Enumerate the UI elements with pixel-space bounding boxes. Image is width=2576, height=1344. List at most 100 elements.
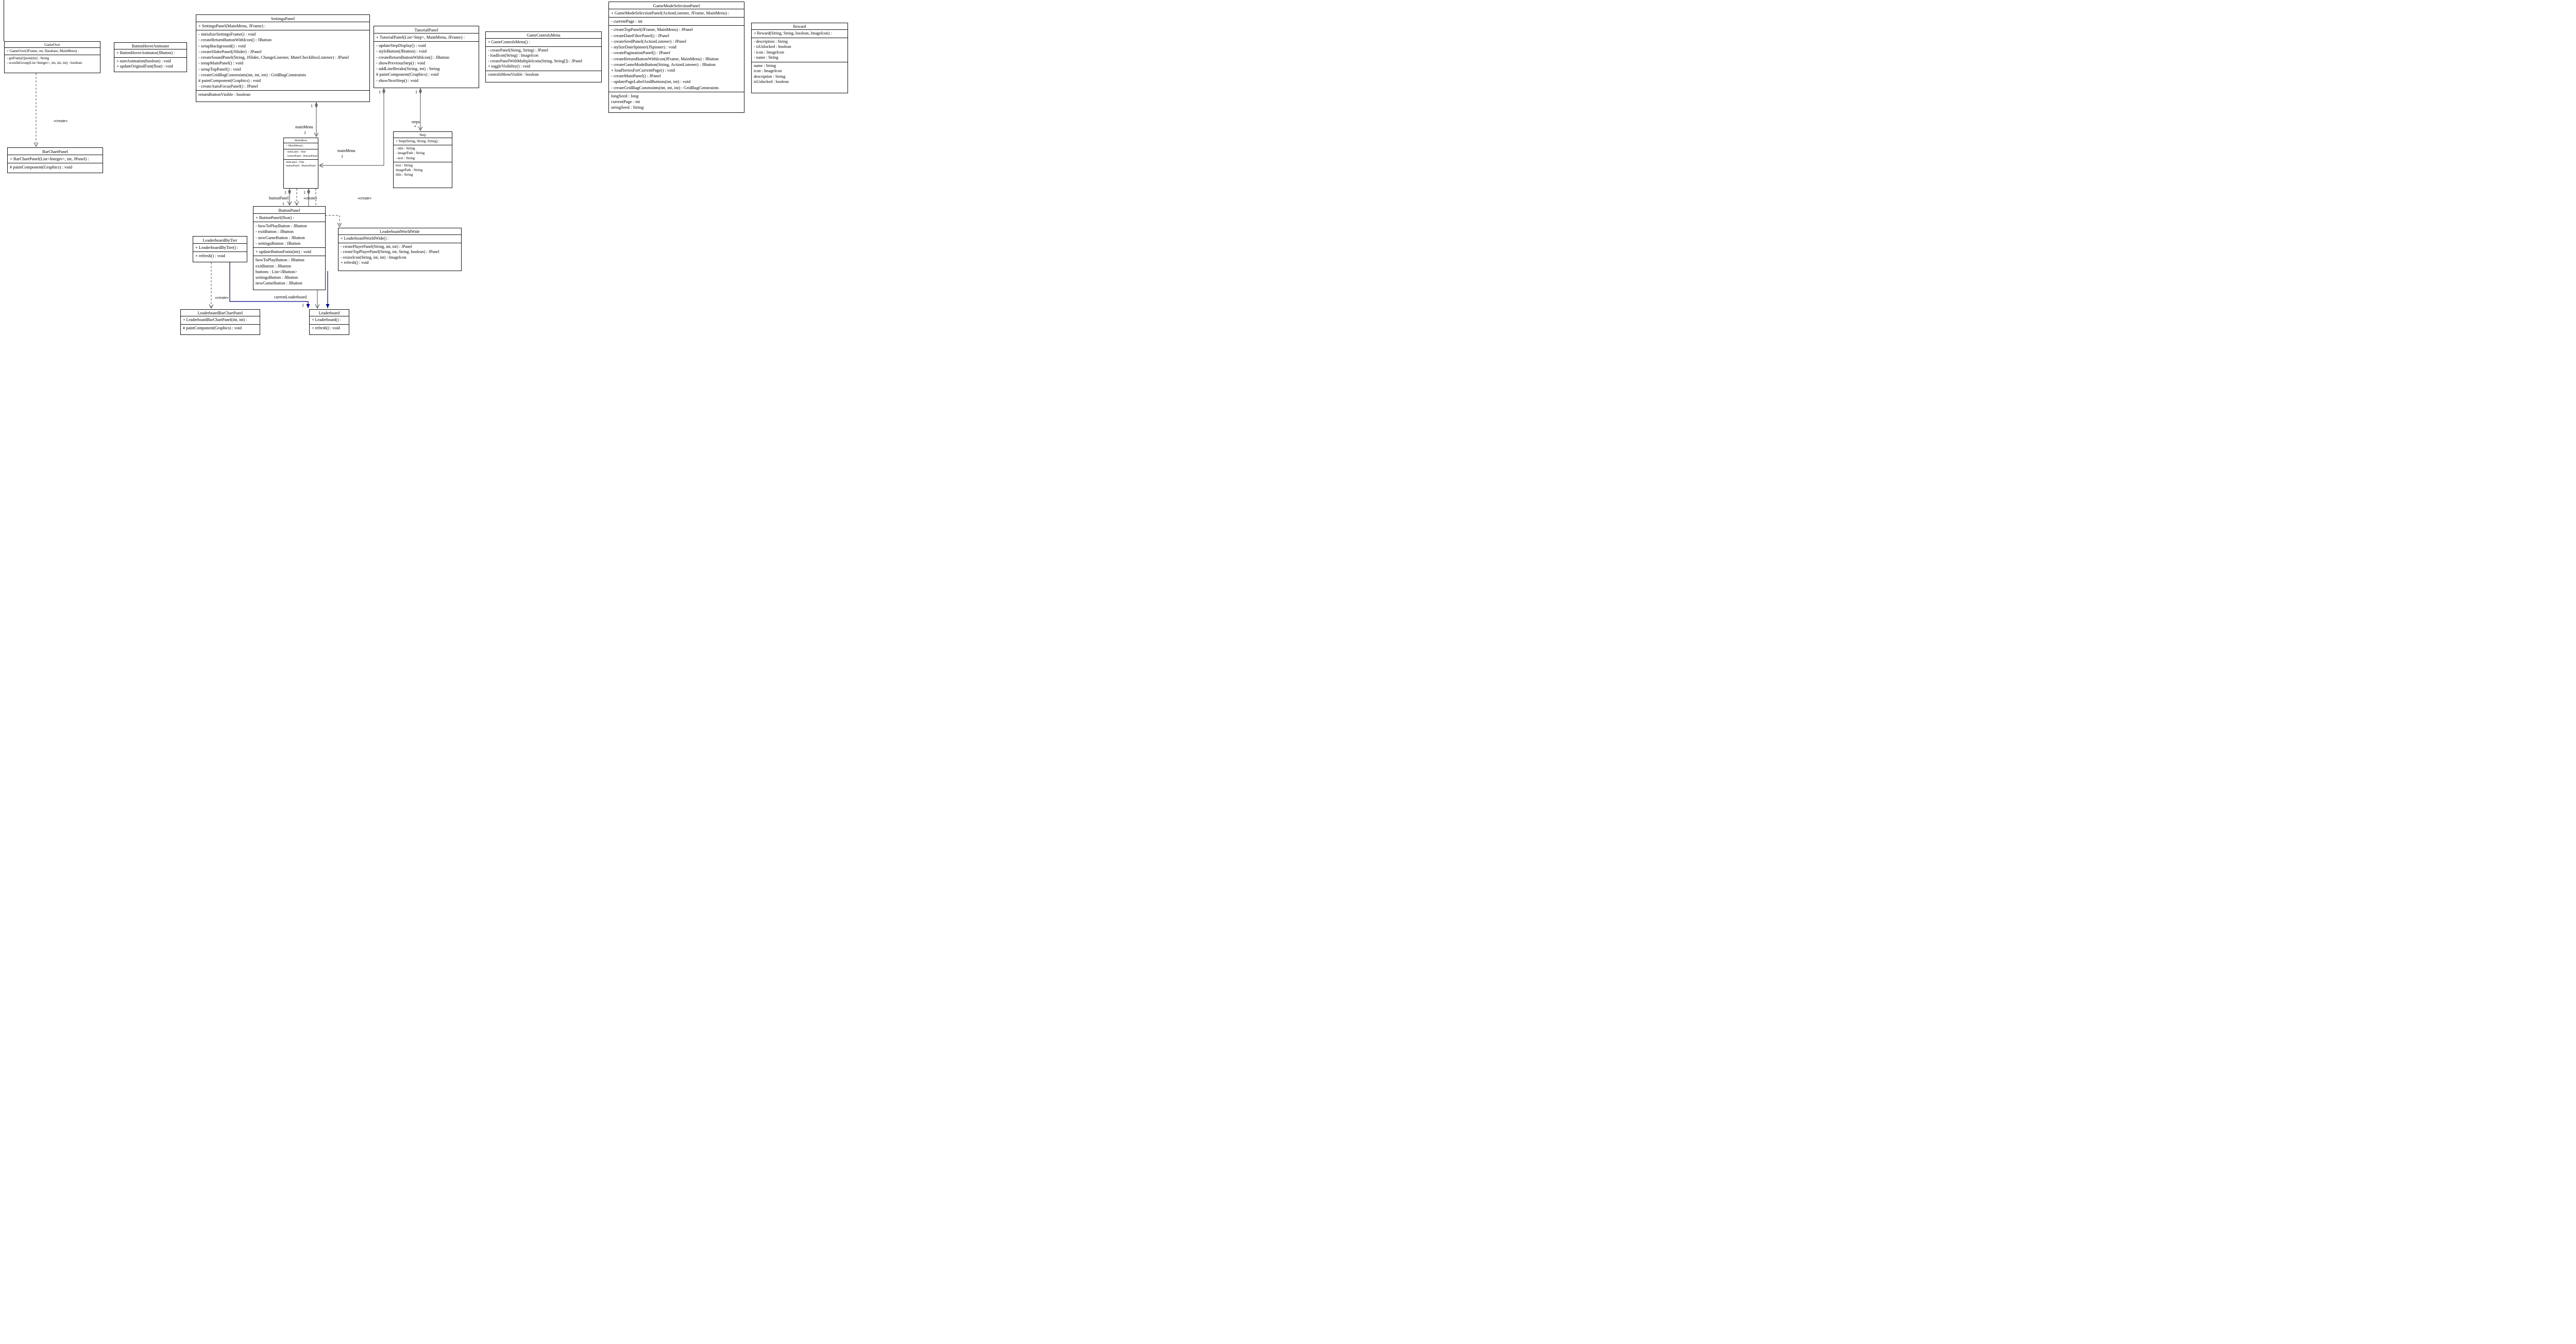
- class-member: + LeaderboardBarChartPanel(int, int) :: [183, 317, 247, 322]
- class-compartment: + TutorialPanel(List<Step>, MainMenu, JF…: [374, 33, 479, 41]
- edge-MainMenu-to-LeaderboardWorldWide: [315, 189, 340, 227]
- class-member: - scoreInGroup(List<Integer>, int, int, …: [7, 61, 82, 65]
- class-member: buttons : List<JButton>: [256, 268, 297, 274]
- class-member: title : String: [396, 173, 413, 177]
- edge-label: «create»: [303, 196, 318, 200]
- class-member: - updateStepDisplay() : void: [376, 43, 426, 48]
- class-member: - createTopPlayerPanel(String, int, Stri…: [341, 249, 439, 255]
- class-title: MainMenu: [294, 139, 308, 142]
- class-title: ButtonHoverAnimator: [131, 44, 170, 48]
- class-member: + LeaderboardWorldWide() :: [341, 236, 389, 241]
- class-Reward: Reward+ Reward(String, String, boolean, …: [751, 23, 848, 93]
- class-member: + SettingsPanel(MainMenu, JFrame) :: [198, 23, 266, 28]
- class-member: - title : String: [396, 146, 415, 151]
- class-GameOver: GameOver+ GameOver(JFrame, int, Database…: [4, 41, 100, 73]
- class-member: - createSliderPanel(JSlider) : JPanel: [198, 48, 262, 54]
- edge-label: 1: [282, 201, 284, 206]
- class-member: + ButtonHoverAnimator(JButton) :: [116, 51, 175, 55]
- class-member: - exitButton : JButton: [256, 229, 294, 234]
- class-member: - setupBackground() : void: [198, 43, 246, 48]
- edge-label: *: [414, 125, 416, 129]
- class-title: GameOver: [44, 43, 60, 47]
- class-member: + GameControlsMenu() :: [488, 40, 530, 44]
- class-compartment: controlsMenuVisible : boolean: [486, 70, 601, 79]
- class-title: TutorialPanel: [414, 27, 438, 32]
- class-GameModeSelectionPanel: GameModeSelectionPanel+ GameModeSelectio…: [608, 2, 744, 113]
- class-title: LeaderboardBarChartPanel: [197, 311, 243, 315]
- class-compartment: + Leaderboard() :: [310, 316, 349, 324]
- class-compartment: - description : String- isUnlocked : boo…: [752, 37, 848, 62]
- class-member: + Reward(String, String, boolean, ImageI…: [754, 31, 832, 36]
- class-member: + BarChartPanel(List<Integer>, int, JPan…: [10, 156, 89, 161]
- edge-label: steps: [412, 120, 420, 124]
- class-SettingsPanel: SettingsPanel+ SettingsPanel(MainMenu, J…: [196, 14, 370, 102]
- class-member: buttonPanel : ButtonPanel: [286, 164, 316, 167]
- class-compartment: - createPanel(String, String) : JPanel- …: [486, 46, 601, 71]
- class-member: + MainMenu() :: [286, 144, 304, 147]
- class-member: - currentPage : int: [611, 19, 643, 24]
- class-member: - createMainPanel() : JPanel: [611, 73, 661, 79]
- class-title: Step: [419, 133, 426, 137]
- class-member: + Leaderboard() :: [312, 317, 341, 322]
- edge-label: «create»: [54, 119, 68, 123]
- class-member: - description : String: [754, 39, 788, 44]
- edge-label: 1: [303, 190, 306, 195]
- edge-label: currentLeaderboard: [274, 295, 307, 299]
- class-member: - createTopPanel(JFrame, MainMenu) : JPa…: [611, 27, 693, 32]
- class-member: - setupTopPanel() : void: [198, 66, 241, 72]
- class-compartment: + LeaderboardByTier() :: [193, 243, 247, 251]
- class-member: - resizeIcon(String, int, int) : ImageIc…: [341, 255, 406, 260]
- class-member: + updateButtonFonts(int) : void: [256, 249, 311, 255]
- class-member: - icon : ImageIcon: [754, 49, 784, 55]
- class-LeaderboardWorldWide: LeaderboardWorldWide+ LeaderboardWorldWi…: [338, 228, 462, 271]
- class-member: + startAnimation(boolean) : void: [116, 58, 171, 63]
- class-member: + toggleVisibility() : void: [488, 64, 531, 69]
- class-compartment: + refresh() : void: [310, 324, 349, 332]
- class-compartment: + updateButtonFonts(int) : void: [253, 247, 325, 256]
- class-TutorialPanel: TutorialPanel + TutorialPanel(List<Step>,…: [374, 26, 479, 88]
- class-member: - imagePath : String: [396, 151, 425, 156]
- class-member: - text : String: [396, 156, 415, 160]
- class-member: - addLineBreaks(String, int) : String: [376, 66, 440, 72]
- class-compartment: + SettingsPanel(MainMenu, JFrame) :: [196, 22, 369, 30]
- edge-label: 1: [311, 104, 313, 108]
- class-title: ButtonPanel: [278, 208, 300, 213]
- class-member: + Step(String, String, String) :: [396, 139, 439, 143]
- class-compartment: + MainMenu() :: [284, 143, 318, 149]
- class-member: - newGameButton : JButton: [256, 234, 305, 240]
- class-member: - showNextStep() : void: [376, 77, 418, 83]
- class-member: - getFunnyQuote(int) : String: [7, 56, 49, 61]
- class-compartment: + LeaderboardWorldWide() :: [338, 234, 461, 243]
- class-compartment: + Step(String, String, String) :: [394, 138, 452, 145]
- class-member: text : String: [396, 163, 413, 167]
- class-member: - createDateFilterPanel() : JPanel: [611, 32, 670, 38]
- class-member: - createSoundPanel(String, JSlider, Chan…: [198, 55, 349, 60]
- class-compartment: # paintComponent(Graphics) : void: [181, 324, 260, 332]
- class-compartment: + LeaderboardBarChartPanel(int, int) :: [181, 316, 260, 324]
- class-compartment: - getFunnyQuote(int) : String- scoreInGr…: [5, 55, 100, 66]
- class-member: # paintComponent(Graphics) : void: [10, 164, 73, 170]
- class-compartment: + BarChartPanel(List<Integer>, int, JPan…: [8, 155, 103, 163]
- class-member: - isUnlocked : boolean: [754, 44, 791, 49]
- class-compartment: + Reward(String, String, boolean, ImageI…: [752, 29, 848, 38]
- class-member: - createGridBagConstraints(int, int, int…: [611, 85, 719, 90]
- class-member: + TutorialPanel(List<Step>, MainMenu, JF…: [376, 35, 465, 40]
- class-LeaderboardBarChartPanel: LeaderboardBarChartPanel + LeaderboardBar…: [180, 309, 260, 335]
- class-member: - updatePageLabelAndButtons(int, int) : …: [611, 79, 691, 85]
- class-title: GameControlsMenu: [527, 33, 561, 38]
- class-member: - showPreviousStep() : void: [376, 60, 426, 65]
- class-compartment: + GameModeSelectionPanel(ActionListener,…: [609, 9, 744, 17]
- class-member: - createReturnButtonWithIcon() : JButton: [198, 37, 272, 43]
- class-Step: Step + Step(String, String, String) : - ti…: [393, 131, 452, 188]
- class-member: - loadIcon(String) : ImageIcon: [488, 53, 538, 58]
- edge-label: 1: [304, 130, 306, 135]
- class-member: - createReturnButtonWithIcon(JFrame, Mai…: [611, 56, 719, 61]
- class-compartment: + GameControlsMenu() :: [486, 38, 601, 46]
- edge-label: buttonPanel: [269, 196, 289, 200]
- edge-label: mainMenu: [337, 148, 355, 153]
- class-compartment: - updateStepDisplay() : void- styleButto…: [374, 41, 479, 85]
- class-title: LeaderboardByTier: [202, 238, 238, 243]
